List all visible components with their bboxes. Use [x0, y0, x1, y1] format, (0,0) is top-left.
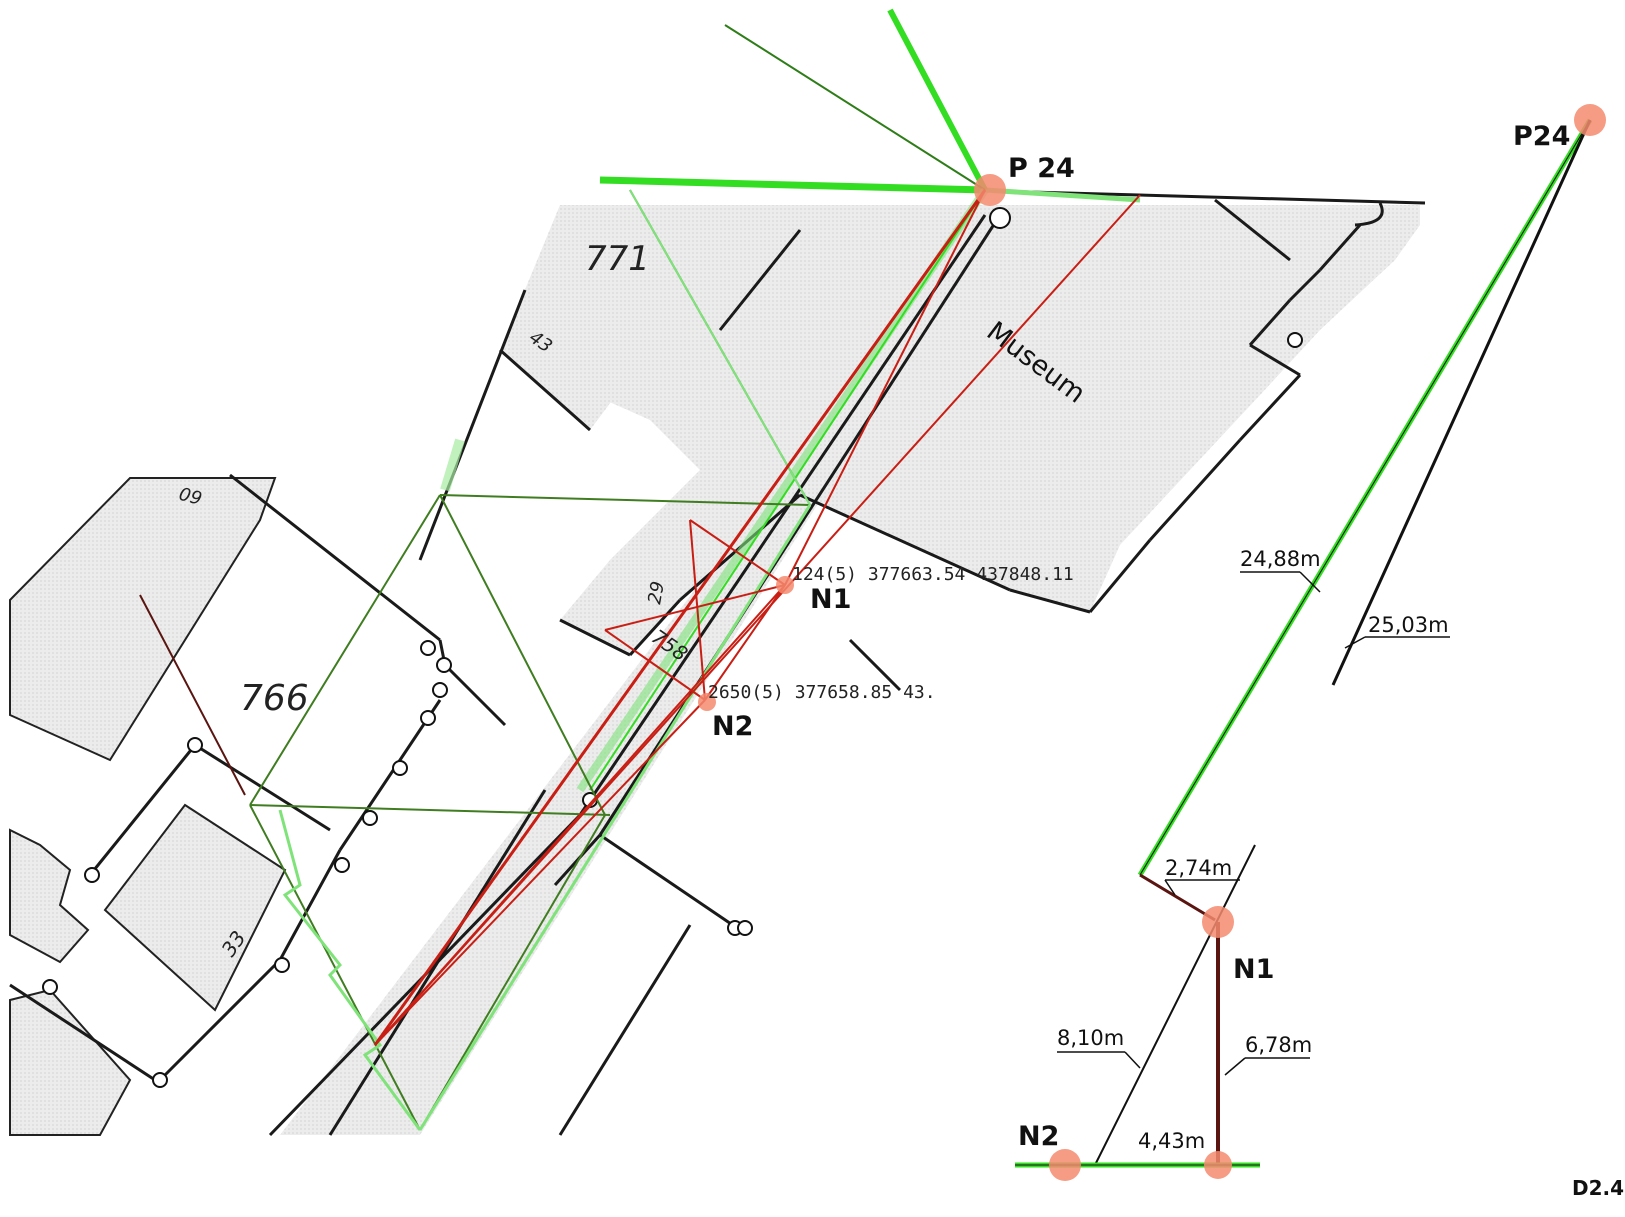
- boundary-lines: [9, 178, 1426, 1137]
- parcel-label-771: 771: [585, 239, 650, 279]
- parcel-label-766: 766: [240, 678, 309, 719]
- point-label-p24: P 24: [1008, 153, 1075, 184]
- distance-label-4-43: 4,43m: [1138, 1129, 1205, 1153]
- side-markers: [1049, 104, 1606, 1181]
- building-west-small: [9, 828, 90, 964]
- side-label-n1: N1: [1233, 954, 1274, 985]
- building-parcel-33: [103, 803, 287, 1012]
- building-museum: [560, 205, 1420, 655]
- fence-posts: [42, 207, 1303, 1088]
- parcel-label-29: 29: [644, 580, 669, 606]
- red-construction: [139, 189, 1141, 1046]
- coordinate-record-n1: 124(5) 377663.54 437848.11: [792, 564, 1074, 585]
- distance-label-6-78: 6,78m: [1245, 1033, 1312, 1057]
- building-southwest: [9, 988, 132, 1136]
- side-label-n2: N2: [1018, 1121, 1059, 1152]
- distance-label-2-74: 2,74m: [1165, 856, 1232, 880]
- distance-label-8-10: 8,10m: [1057, 1026, 1124, 1050]
- building-parcel-766: [9, 477, 277, 762]
- sheet-id: D2.4: [1572, 1176, 1624, 1200]
- distance-label-24-88: 24,88m: [1240, 547, 1321, 571]
- green-construction: [249, 8, 1141, 1131]
- point-label-n1: N1: [810, 584, 851, 615]
- coordinate-record-n2: 2650(5) 377658.85 43.: [708, 682, 936, 703]
- side-label-p24: P24: [1513, 121, 1570, 152]
- distance-label-25-03: 25,03m: [1368, 613, 1449, 637]
- point-label-n2: N2: [712, 711, 753, 742]
- main-markers: [698, 174, 1006, 711]
- building-parcel-771: [500, 205, 790, 430]
